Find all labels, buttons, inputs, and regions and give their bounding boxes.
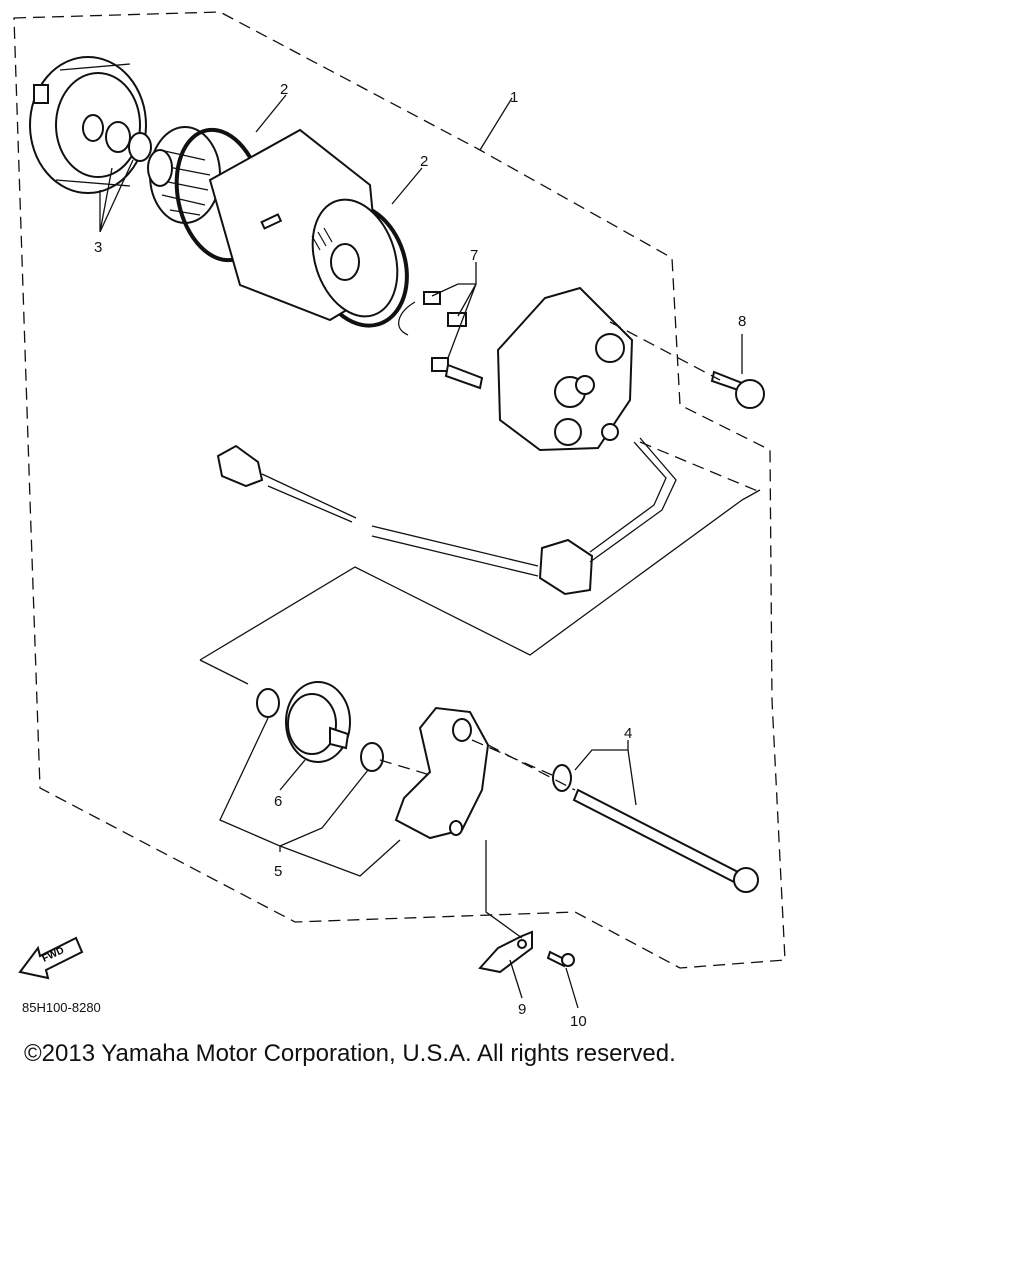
leader-10 bbox=[565, 967, 579, 1009]
front-cover bbox=[496, 286, 634, 452]
leader-2a bbox=[255, 94, 287, 133]
armature bbox=[147, 126, 221, 224]
callout-2b: 2 bbox=[420, 153, 428, 170]
leader-3 bbox=[99, 159, 134, 233]
wire-outline bbox=[199, 489, 761, 685]
callout-1: 1 bbox=[510, 89, 518, 106]
assembly-outline bbox=[13, 11, 786, 969]
copyright-notice: ©2013 Yamaha Motor Corporation, U.S.A. A… bbox=[24, 1040, 676, 1067]
leader-9 bbox=[485, 840, 523, 999]
leader-4 bbox=[574, 740, 637, 806]
cover-dash bbox=[609, 321, 761, 493]
callout-8: 8 bbox=[738, 313, 746, 330]
leader-2b bbox=[391, 167, 423, 205]
callout-10: 10 bbox=[570, 1013, 587, 1030]
leader-6 bbox=[279, 759, 306, 791]
fwd-arrow-icon: FWD bbox=[18, 936, 84, 980]
gear-washer-left bbox=[256, 688, 280, 718]
idler-gear bbox=[285, 681, 351, 763]
callout-2a: 2 bbox=[280, 81, 288, 98]
plate-screw-head bbox=[561, 953, 575, 967]
gear-washer-right bbox=[360, 742, 384, 772]
leader-7 bbox=[431, 262, 477, 359]
bolt-washer bbox=[552, 764, 572, 792]
through-bolt-head bbox=[733, 867, 759, 893]
callout-3: 3 bbox=[94, 239, 102, 256]
cover-bolt-head bbox=[735, 379, 765, 409]
callout-7: 7 bbox=[470, 247, 478, 264]
gear-bracket bbox=[394, 706, 490, 840]
exploded-parts-diagram: 1 2 2 3 4 5 6 7 8 9 10 FWD 85H100-8280 bbox=[13, 11, 786, 1030]
brush-set bbox=[398, 291, 467, 372]
lead-wire bbox=[216, 437, 677, 596]
diagram-code: 85H100-8280 bbox=[22, 1000, 101, 1015]
motor-yoke bbox=[208, 128, 399, 322]
lock-plate bbox=[478, 930, 533, 974]
bracket-dash bbox=[379, 739, 576, 791]
brush-bolt bbox=[444, 363, 484, 390]
leader-1 bbox=[479, 97, 513, 151]
washer-set bbox=[82, 114, 152, 162]
callout-4: 4 bbox=[624, 725, 632, 742]
leader-5 bbox=[219, 717, 401, 877]
through-bolt bbox=[572, 788, 740, 884]
plate-hole bbox=[517, 939, 527, 949]
callout-9: 9 bbox=[518, 1001, 526, 1018]
callout-6: 6 bbox=[274, 793, 282, 810]
callout-5: 5 bbox=[274, 863, 282, 880]
